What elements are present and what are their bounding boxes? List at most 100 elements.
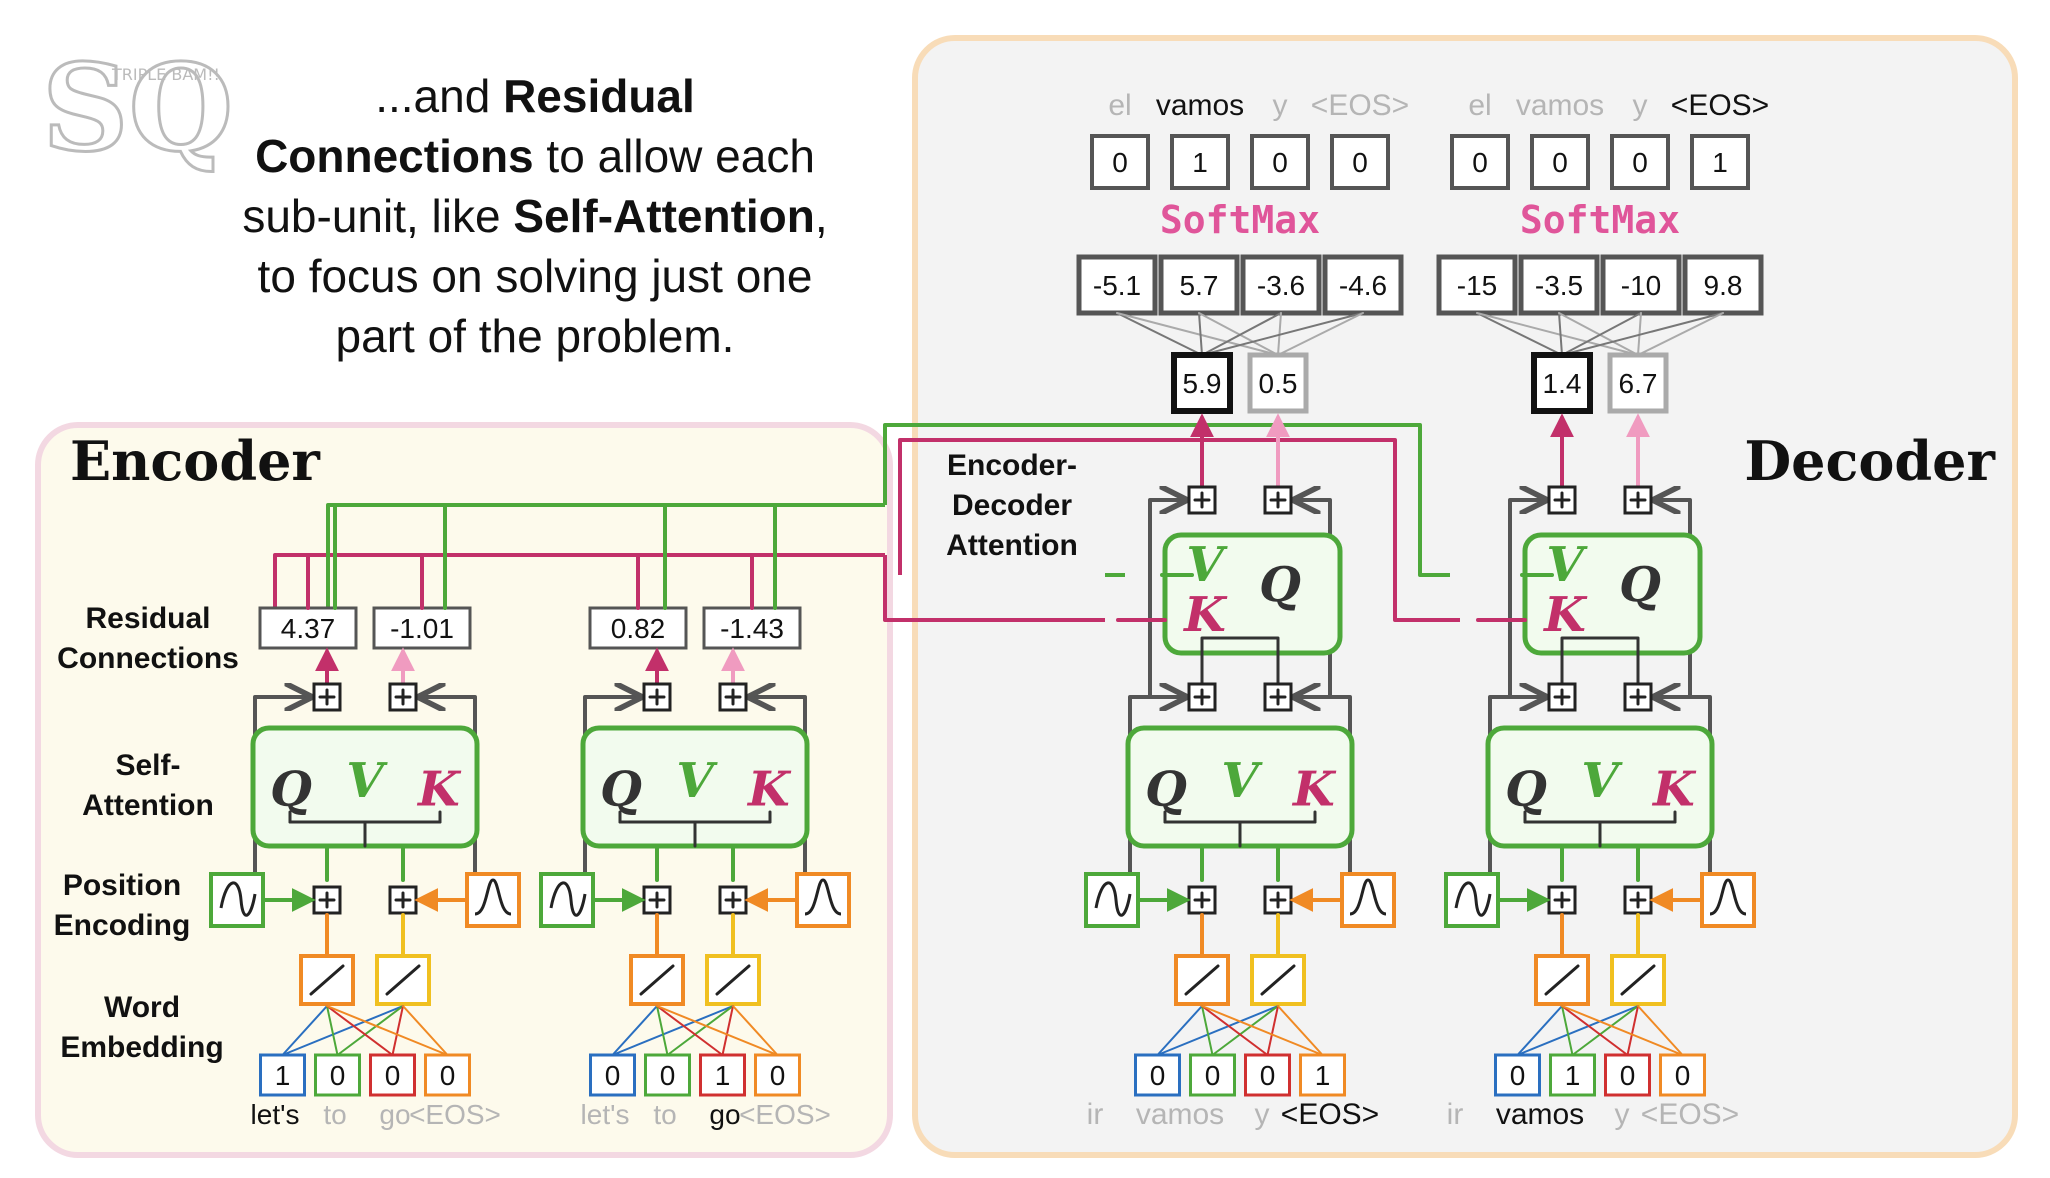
embed-weight — [391, 1005, 404, 1056]
output-one-hot: 1 — [1712, 147, 1728, 178]
headline-line: sub-unit, like Self-Attention, — [242, 190, 827, 242]
one-hot-cell-box — [259, 1053, 306, 1097]
fc-weight — [1198, 312, 1279, 356]
output-one-hot-box — [1610, 134, 1670, 190]
logit-value-box — [1600, 254, 1682, 316]
bell-curve-icon — [1349, 878, 1387, 916]
one-hot-cell: 0 — [1510, 1060, 1526, 1091]
output-word: vamos — [1156, 89, 1244, 122]
sine-wave-icon — [549, 881, 587, 917]
softmax-label: SoftMax — [1520, 198, 1680, 242]
embed-weight — [1211, 1005, 1279, 1056]
self_attention-label: Self- — [115, 749, 180, 782]
embed-weight — [656, 1005, 669, 1056]
headline-span: ...and — [375, 70, 503, 122]
sine-wave-icon — [1094, 881, 1132, 917]
decoder-value-box — [1607, 352, 1669, 414]
embed-weight — [666, 1005, 734, 1056]
embed-weight — [656, 1005, 779, 1056]
residual-value-box — [702, 606, 802, 650]
softmax-label: SoftMax — [1160, 198, 1320, 242]
fc-weight — [1558, 312, 1563, 356]
embed-weight — [326, 1005, 449, 1056]
output-one-hot-box — [1450, 134, 1510, 190]
one-hot-cell: 0 — [1150, 1060, 1166, 1091]
embed-weight — [326, 1005, 394, 1056]
one-hot-cell-box — [1189, 1053, 1236, 1097]
one-hot-cell: 0 — [660, 1060, 676, 1091]
masked-self-attention-letter-q: Q — [1505, 761, 1547, 817]
one-hot-cell-box — [424, 1053, 471, 1097]
masked-self-attention-letter-v: V — [1581, 753, 1623, 809]
headline-span: Self-Attention — [513, 190, 815, 242]
input-word: y — [1255, 1098, 1270, 1131]
headline-line: part of the problem. — [336, 310, 735, 362]
decoder-value: 6.7 — [1619, 368, 1658, 399]
residual-label: Connections — [57, 642, 239, 675]
embed-weight — [1637, 1005, 1684, 1056]
one-hot-cell-box — [1134, 1053, 1181, 1097]
logit-value-box — [1076, 254, 1158, 316]
logit-value: -15 — [1457, 270, 1497, 301]
embedding-slope — [385, 964, 421, 996]
embed-weight — [402, 1005, 449, 1056]
residual-value: -1.01 — [390, 613, 454, 644]
position-box — [465, 872, 521, 928]
fc-weight — [1476, 312, 1639, 356]
encoder: EncoderResidualConnectionsSelf-Attention… — [54, 429, 885, 1130]
output-one-hot: 0 — [1632, 147, 1648, 178]
embed-weight — [656, 1005, 724, 1056]
attn-bracket — [1200, 636, 1280, 683]
encoder-title: Encoder — [70, 429, 320, 493]
self-attention-letter-q: Q — [270, 761, 312, 817]
word-label: Word — [104, 991, 180, 1024]
word-label: Embedding — [60, 1031, 223, 1064]
output-one-hot-box — [1250, 134, 1310, 190]
position-label: Encoding — [54, 909, 191, 942]
enc-dec-attention-letter-v: V — [1186, 537, 1228, 593]
output-one-hot-box — [1690, 134, 1750, 190]
headline-span: sub-unit, like — [242, 190, 513, 242]
output-word: <EOS> — [1671, 89, 1769, 122]
headline-line: ...and Residual — [375, 70, 695, 122]
embed-weight — [611, 1005, 658, 1056]
self-attention-letter-v: V — [346, 753, 388, 809]
embedding-slope — [639, 964, 675, 996]
embed-weight — [281, 1005, 404, 1056]
masked-self-attention-letter-v: V — [1221, 753, 1263, 809]
embedding-slope — [715, 964, 751, 996]
input-word: ir — [1087, 1098, 1104, 1131]
word-token: let's — [581, 1099, 630, 1130]
one-hot-cell: 0 — [440, 1060, 456, 1091]
embed-weight — [1571, 1005, 1639, 1056]
masked-self-attention-letter-k: K — [1651, 761, 1697, 817]
word-token: <EOS> — [409, 1099, 501, 1130]
one-hot-cell: 0 — [1205, 1060, 1221, 1091]
bell-curve-icon — [804, 878, 842, 916]
one-hot-cell-box — [754, 1053, 801, 1097]
embed-weight — [1516, 1005, 1563, 1056]
one-hot-cell: 0 — [1620, 1060, 1636, 1091]
headline-span: , — [815, 190, 828, 242]
residual-value: -1.43 — [720, 613, 784, 644]
word-token: to — [653, 1099, 676, 1130]
masked-self-attention-letter-k: K — [1291, 761, 1337, 817]
embedding-slope — [1184, 964, 1220, 996]
logit-value: -10 — [1621, 270, 1661, 301]
logit-value: -3.5 — [1535, 270, 1583, 301]
attn-bracket — [1560, 636, 1640, 683]
input-word: ir — [1447, 1098, 1464, 1131]
one-hot-cell-box — [699, 1053, 746, 1097]
headline-span: part of the problem. — [336, 310, 735, 362]
add-node — [1263, 682, 1293, 712]
ed-attention-label: Decoder — [952, 489, 1072, 522]
enc-value-bus — [883, 423, 1450, 577]
logit-value: 5.7 — [1180, 270, 1219, 301]
ed-attention-label: Encoder- — [947, 449, 1077, 482]
ed-attention-label: Attention — [946, 529, 1078, 562]
output-one-hot: 0 — [1112, 147, 1128, 178]
input-word: vamos — [1136, 1098, 1224, 1131]
enc-key-bus — [883, 555, 1105, 622]
